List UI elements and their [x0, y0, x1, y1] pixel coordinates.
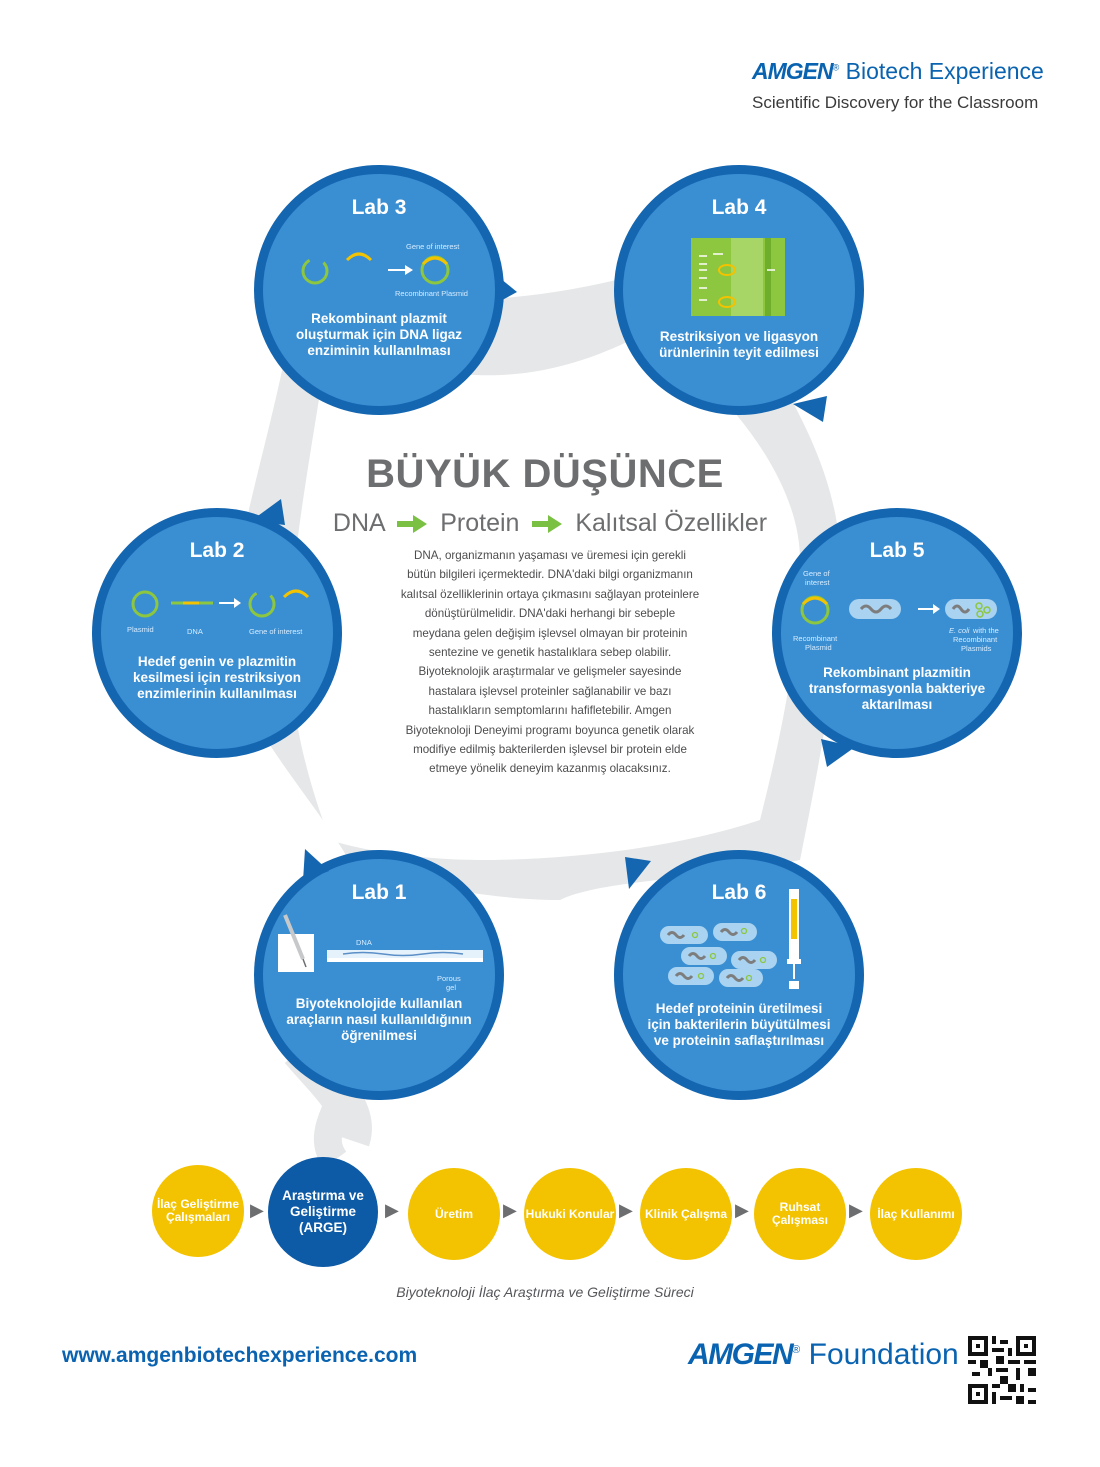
lab-2-text: Hedef genin ve plazmitin kesilmesi için …	[132, 654, 302, 701]
process-step-production: Üretim	[408, 1168, 500, 1260]
process-step-clinical: Klinik Çalışma	[640, 1168, 732, 1260]
lab-2-illustration: Plasmid DNA Gene of interest	[127, 589, 310, 636]
lab-5-text: Rekombinant plazmitin transformasyonla b…	[808, 665, 986, 712]
gene-of-label: Gene of	[803, 569, 831, 578]
lab-4-circle: Lab 4 Restriksiyon ve ligasyon ürünlerin…	[614, 165, 864, 422]
process-step-drug-development: İlaç Geliştirme Çalışmaları	[152, 1165, 244, 1257]
with-the-label: with the	[972, 626, 999, 635]
lab-3-title: Lab 3	[351, 196, 407, 219]
big-idea-description: DNA, organizmanın yaşaması ve üremesi iç…	[400, 549, 700, 776]
gene-of-interest-label: Gene of interest	[406, 242, 460, 251]
plasmid-label: Plasmid	[805, 643, 832, 652]
lab-3-illustration: Gene of interest Recombinant Plasmid	[301, 242, 468, 298]
lab-4-pointer	[793, 396, 827, 422]
chain-arrow-icon: ▶	[250, 1200, 264, 1220]
gel-label: gel	[446, 983, 456, 992]
process-step-rnd: Araştırma ve Geliştirme (ARGE)	[268, 1157, 378, 1267]
plasmid-label: Plasmid	[127, 625, 154, 634]
lab-3-circle: Gene of interest Recombinant Plasmid Lab…	[254, 165, 517, 415]
recombinant-plasmid-label: Recombinant Plasmid	[395, 289, 468, 298]
ecoli-label: E. coli	[949, 626, 970, 635]
lab-3-text: Rekombinant plazmit oluşturmak için DNA …	[295, 311, 463, 358]
qr-code-icon	[968, 1336, 1036, 1404]
lab-5-circle: Gene of interest Recombinant Plasmid E. …	[772, 508, 1022, 767]
lab-6-text: Hedef proteinin üretilmesi için bakteril…	[647, 1001, 831, 1048]
lab-1-illustration: DNA Porous gel	[278, 914, 483, 992]
lab-3-pointer	[495, 274, 517, 304]
lab-6-illustration	[660, 889, 801, 989]
green-arrow-icon	[397, 515, 428, 534]
plasmids-label: Plasmids	[961, 644, 992, 653]
process-step-licensing: Ruhsat Çalışması	[754, 1168, 846, 1260]
lab-6-circle: Lab 6 Hedef proteinin üretilmesi için ba…	[614, 850, 864, 1100]
interest-label: interest	[805, 578, 831, 587]
dna-label: DNA	[187, 627, 203, 636]
big-idea-title: BÜYÜK DÜŞÜNCE	[366, 452, 724, 496]
brand-name: Biotech Experience	[845, 58, 1044, 84]
flow-dna: DNA	[332, 509, 385, 537]
process-step-legal: Hukuki Konular	[524, 1168, 616, 1260]
footer-brand: AMGEN® Foundation	[688, 1338, 959, 1371]
amgen-logo: AMGEN	[752, 58, 834, 84]
lab-1-text: Biyoteknolojide kullanılan araçların nas…	[286, 996, 472, 1043]
lab-6-pointer	[625, 857, 651, 889]
dna-protein-flow: DNA Protein Kalıtsal Özellikler	[300, 509, 800, 538]
dna-label: DNA	[356, 938, 372, 947]
lab-2-circle: Plasmid DNA Gene of interest Lab 2 Hedef…	[92, 499, 342, 758]
recombinant-label-2: Recombinant	[953, 635, 998, 644]
lab-5-illustration: Gene of interest Recombinant Plasmid E. …	[793, 569, 999, 653]
lab-4-text: Restriksiyon ve ligasyon ürünlerinin tey…	[659, 329, 819, 360]
process-caption: Biyoteknoloji İlaç Araştırma ve Geliştir…	[396, 1284, 694, 1300]
foundation-name: Foundation	[808, 1338, 959, 1371]
header-brand: AMGEN® Biotech Experience	[752, 58, 1044, 84]
green-arrow-icon	[532, 515, 563, 534]
lab-2-title: Lab 2	[189, 539, 245, 562]
gene-of-interest-label: Gene of interest	[249, 627, 303, 636]
lab-4-gel-illustration	[691, 238, 785, 316]
lab-6-title: Lab 6	[711, 881, 767, 904]
process-step-drug-use: İlaç Kullanımı	[870, 1168, 962, 1260]
website-link[interactable]: www.amgenbiotechexperience.com	[62, 1344, 418, 1367]
amgen-logo: AMGEN	[688, 1338, 794, 1371]
lab-1-title: Lab 1	[351, 881, 407, 904]
chain-arrow-icon: ▶	[849, 1200, 863, 1220]
porous-label: Porous	[437, 974, 461, 983]
lab-1-circle: DNA Porous gel Lab 1 Biyoteknolojide kul…	[254, 849, 504, 1100]
chain-arrow-icon: ▶	[503, 1200, 517, 1220]
header-subtitle: Scientific Discovery for the Classroom	[752, 93, 1039, 112]
chain-arrow-icon: ▶	[735, 1200, 749, 1220]
lab-2-pointer	[251, 499, 285, 525]
flow-protein: Protein	[440, 509, 520, 537]
recombinant-label: Recombinant	[793, 634, 838, 643]
lab-5-title: Lab 5	[869, 539, 925, 562]
flow-traits: Kalıtsal Özellikler	[575, 509, 768, 537]
chain-arrow-icon: ▶	[385, 1200, 399, 1220]
lab-4-title: Lab 4	[711, 196, 767, 219]
lab-5-pointer	[821, 739, 855, 767]
lab-1-pointer	[303, 849, 329, 881]
chain-arrow-icon: ▶	[619, 1200, 633, 1220]
